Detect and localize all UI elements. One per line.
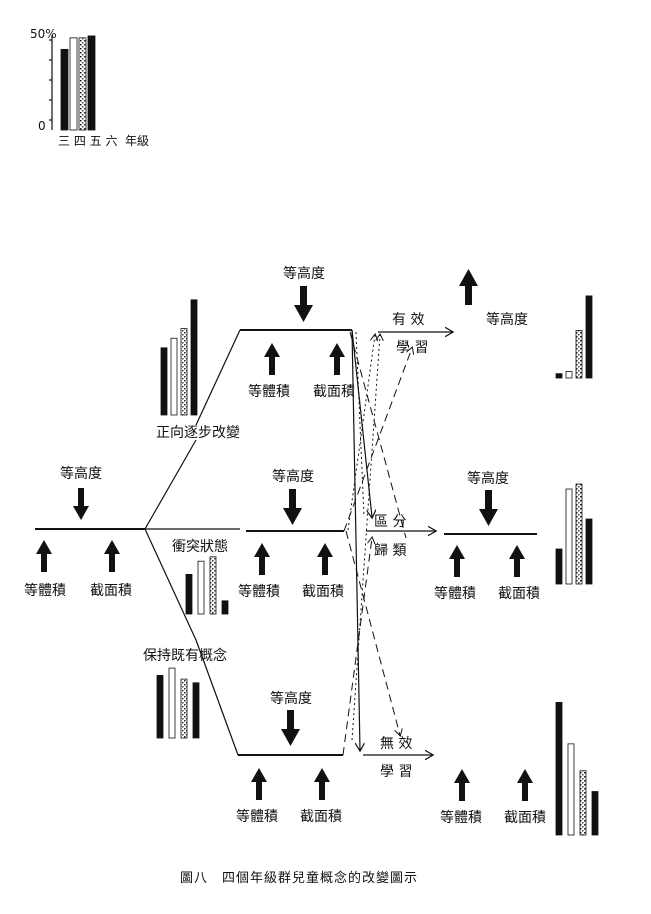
ineffective-label-bottom: 學 習 — [380, 764, 412, 780]
bar-grade-3 — [555, 373, 563, 379]
ineffective-section-label: 截面積 — [504, 810, 546, 826]
maintain-section-label: 截面積 — [300, 809, 342, 825]
initial-volume-label: 等體積 — [24, 582, 66, 599]
bar-grade-4 — [197, 560, 205, 615]
down-arrow-icon — [73, 488, 89, 520]
initial-height-label: 等高度 — [60, 465, 102, 482]
ineffective-label-top: 無 效 — [380, 736, 412, 752]
maintain-volume-label: 等體積 — [236, 808, 278, 825]
effective-label-top: 有 效 — [392, 312, 424, 328]
bar-grade-5 — [180, 328, 188, 416]
up-arrow-icon — [251, 768, 267, 800]
maintain-bars — [156, 667, 200, 739]
classify-bars — [555, 483, 593, 585]
positive-height-label: 等高度 — [283, 265, 325, 282]
bar-grade-5 — [209, 556, 217, 615]
ineffective-volume-label: 等體積 — [440, 809, 482, 826]
up-arrow-icon — [36, 540, 52, 572]
up-arrow-icon — [459, 269, 478, 305]
legend-y-max-label: 50% — [30, 27, 57, 41]
bar-grade-6 — [190, 299, 198, 416]
conflict-state: 衝突狀態 等高度 等體積 截面積 — [172, 468, 344, 615]
effective-bars — [555, 295, 593, 379]
classify-volume-label: 等體積 — [434, 585, 476, 602]
legend-axis-label: 年級 — [125, 134, 149, 148]
up-arrow-icon — [329, 343, 345, 375]
bar-grade-6 — [221, 600, 229, 615]
bar-grade-6 — [585, 518, 593, 585]
bar-grade-4 — [565, 371, 573, 379]
bar-grade-6 — [192, 682, 200, 739]
positive-section-label: 截面積 — [313, 384, 355, 400]
branch-line-positive — [144, 439, 197, 530]
ineffective-bars — [555, 702, 599, 836]
bar-grade-5 — [575, 483, 583, 585]
bar-grade-5 — [579, 770, 587, 836]
classify-height-label: 等高度 — [467, 470, 509, 487]
positive-change-state: 正向逐步改變 等高度 等體積 截面積 — [156, 265, 355, 441]
bar-grade-3 — [160, 347, 168, 416]
initial-section-label: 截面積 — [90, 583, 132, 599]
bar-grade-4 — [168, 667, 176, 739]
bar-grade-4 — [567, 743, 575, 836]
positive-change-label: 正向逐步改變 — [156, 425, 240, 441]
bar-grade-3 — [60, 48, 69, 131]
bar-grade-5 — [78, 37, 87, 131]
classify-label-bottom: 歸 類 — [374, 542, 406, 559]
ineffective-learning-outcome: 無 效 學 習 等體積 截面積 — [363, 702, 599, 836]
bar-grade-3 — [555, 548, 563, 585]
up-arrow-icon — [254, 543, 270, 575]
positive-change-bars — [160, 299, 198, 416]
up-arrow-icon — [449, 545, 465, 577]
down-arrow-icon — [283, 489, 302, 525]
conflict-bars — [185, 556, 229, 615]
bar-grade-4 — [170, 337, 178, 416]
bar-grade-4 — [565, 488, 573, 585]
conflict-label: 衝突狀態 — [172, 539, 228, 555]
bar-grade-6 — [591, 791, 599, 836]
legend-y-min-label: 0 — [38, 119, 46, 133]
up-arrow-icon — [264, 343, 280, 375]
down-arrow-icon — [294, 286, 313, 322]
positive-volume-label: 等體積 — [248, 383, 290, 400]
down-arrow-icon — [281, 710, 300, 746]
classify-label-top: 區 分 — [374, 514, 406, 530]
bar-grade-5 — [180, 678, 188, 739]
classification-outcome: 區 分 歸 類 等高度 等體積 截面積 — [366, 470, 593, 602]
up-arrow-icon — [509, 545, 525, 577]
legend-grades-label: 三 四 五 六 — [58, 134, 117, 148]
maintain-label: 保持既有概念 — [143, 647, 227, 664]
conflict-volume-label: 等體積 — [238, 583, 280, 600]
initial-state: 等高度 等體積 截面積 — [24, 465, 145, 599]
effective-label-bottom: 學 習 — [396, 340, 428, 356]
maintain-height-label: 等高度 — [270, 690, 312, 707]
effective-learning-outcome: 有 效 學 習 等高度 — [378, 269, 593, 379]
effective-height-label: 等高度 — [486, 311, 528, 328]
bar-grade-3 — [185, 574, 193, 615]
up-arrow-icon — [104, 540, 120, 572]
bar-grade-6 — [87, 35, 96, 131]
bar-grade-3 — [555, 702, 563, 836]
bar-grade-4 — [69, 37, 78, 131]
up-arrow-icon — [454, 769, 470, 801]
bar-grade-5 — [575, 330, 583, 379]
legend-chart: 50% 0 三 四 五 六 年級 — [30, 27, 149, 148]
up-arrow-icon — [314, 768, 330, 800]
bar-grade-3 — [156, 675, 164, 739]
conflict-height-label: 等高度 — [272, 468, 314, 485]
down-arrow-icon — [479, 490, 498, 526]
figure-caption: 圖八 四個年級群兒童概念的改變圖示 — [180, 870, 418, 886]
branch-line-maintain — [144, 528, 197, 641]
up-arrow-icon — [517, 769, 533, 801]
maintain-state: 保持既有概念 等高度 等體積 截面積 — [143, 639, 343, 825]
classify-section-label: 截面積 — [498, 586, 540, 602]
up-arrow-icon — [317, 543, 333, 575]
bar-grade-6 — [585, 295, 593, 379]
legend-bar-group — [60, 35, 96, 131]
conflict-section-label: 截面積 — [302, 584, 344, 600]
transition-lines — [342, 329, 412, 756]
